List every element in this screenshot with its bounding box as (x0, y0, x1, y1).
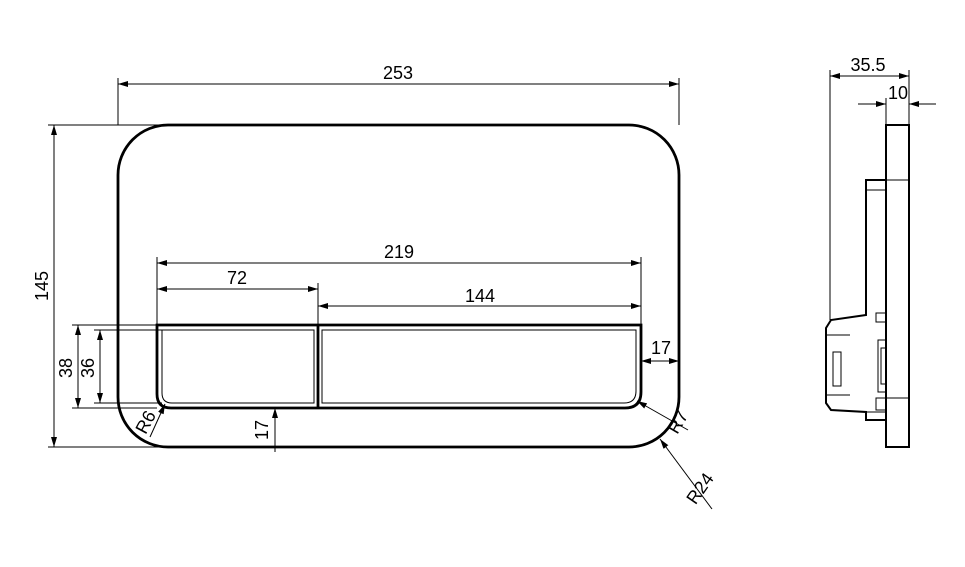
dim-button-outer-height: 38 (56, 324, 157, 409)
dim-small-button-width: 72 (157, 268, 319, 325)
dim-bottom-offset: 17 (252, 408, 278, 452)
dim-large-button-width: 144 (318, 286, 641, 309)
button-frame (155, 323, 643, 410)
radius-label-r24: R24 (682, 469, 717, 508)
dim-label-17-side: 17 (651, 338, 671, 358)
dim-label-144: 144 (465, 286, 495, 306)
dim-overall-width: 253 (117, 63, 680, 125)
dim-plate-thickness: 10 (858, 83, 936, 125)
dim-label-35-5: 35.5 (850, 55, 885, 75)
dim-side-offset: 17 (641, 338, 679, 364)
side-clips (826, 312, 887, 411)
dim-label-253: 253 (383, 63, 413, 83)
dim-label-145: 145 (32, 271, 52, 301)
dim-label-17-bottom: 17 (252, 420, 272, 440)
dim-label-10: 10 (888, 83, 908, 103)
dim-label-72: 72 (227, 268, 247, 288)
dim-total-depth: 35.5 (829, 55, 910, 320)
radius-label-r7: R7 (663, 407, 692, 437)
dim-label-38: 38 (56, 358, 76, 378)
dim-overall-height: 145 (32, 124, 168, 448)
side-view: 35.5 10 (825, 55, 936, 448)
dim-label-219: 219 (384, 242, 414, 262)
dim-button-inner-height: 36 (78, 329, 162, 404)
front-view: 253 145 219 72 144 (32, 63, 718, 510)
radius-label-r6: R6 (131, 407, 159, 437)
dim-buttons-width: 219 (156, 242, 642, 325)
plate-outline (116, 123, 681, 449)
dim-label-36: 36 (78, 358, 98, 378)
radius-r24: R24 (659, 438, 718, 510)
radius-r6: R6 (131, 403, 166, 438)
